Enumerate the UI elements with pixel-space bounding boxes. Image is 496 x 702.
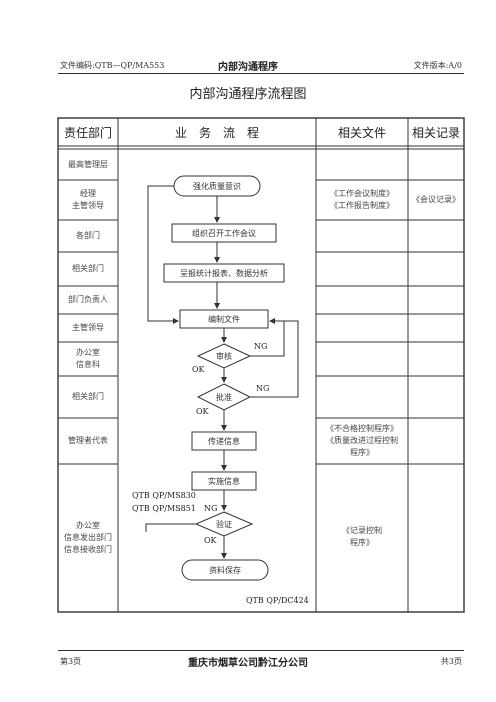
dept-label: 办公室 bbox=[76, 521, 100, 530]
related-files-row-9: 《记录控制 程序》 bbox=[316, 522, 408, 552]
node-meeting-box bbox=[171, 223, 277, 243]
dept-row-9: 办公室 信息发出部门 信息接收部门 bbox=[58, 464, 118, 612]
related-file: 《工作报告制度》 bbox=[330, 201, 394, 210]
ng-label-verify: NG bbox=[204, 504, 217, 513]
header-department: 责任部门 bbox=[63, 125, 112, 140]
node-meeting-label: 组织召开工作会议 bbox=[192, 228, 256, 238]
dept-label: 信息接收部门 bbox=[64, 545, 112, 554]
ng-label-approve: NG bbox=[256, 384, 269, 393]
ok-label-approve: OK bbox=[196, 407, 210, 416]
related-file: 《质量改进过程控制 bbox=[326, 436, 398, 445]
right-row-lines bbox=[316, 179, 464, 465]
node-approve-label: 批准 bbox=[216, 392, 232, 402]
dept-row-4: 部门负责人 bbox=[58, 286, 118, 314]
header-related-files: 相关文件 bbox=[337, 125, 386, 140]
dept-row-8: 管理者代表 bbox=[58, 418, 118, 464]
related-file: 程序》 bbox=[350, 448, 374, 457]
ok-label-verify: OK bbox=[204, 536, 218, 545]
related-file: 《记录控制 bbox=[342, 526, 382, 535]
related-records-row-1: 《会议记录》 bbox=[408, 180, 464, 220]
footer-rule bbox=[58, 650, 464, 651]
dept-row-1: 经理 主管领导 bbox=[58, 180, 118, 220]
dept-row-7: 相关部门 bbox=[58, 376, 118, 418]
header-rule bbox=[58, 73, 464, 74]
related-record: 《会议记录》 bbox=[412, 195, 460, 204]
doc-code: 文件编码:QTB—QP/MA553 bbox=[60, 61, 165, 70]
ng-label-review: NG bbox=[254, 342, 267, 351]
ref-dc424: QTB QP/DC424 bbox=[246, 596, 309, 605]
node-compile-label: 编制文件 bbox=[208, 314, 240, 324]
dept-label: 相关部门 bbox=[72, 392, 104, 401]
related-files-row-8: 《不合格控制程序》 《质量改进过程控制 程序》 bbox=[316, 418, 408, 464]
dept-label: 办公室 bbox=[76, 348, 100, 357]
node-archive-terminal bbox=[181, 559, 269, 581]
dept-label: 信息发出部门 bbox=[64, 533, 112, 542]
ref-ms851: QTB QP/MS851 bbox=[132, 504, 196, 513]
dept-row-3: 相关部门 bbox=[58, 252, 118, 286]
company-name: 重庆市烟草公司黔江分公司 bbox=[188, 658, 308, 669]
dept-label: 信息科 bbox=[76, 360, 100, 369]
dept-label: 管理者代表 bbox=[68, 436, 108, 445]
dept-label: 最高管理层 bbox=[68, 160, 108, 169]
total-pages: 共3页 bbox=[440, 657, 462, 666]
related-file: 《工作会议制度》 bbox=[330, 189, 394, 198]
dept-row-2: 各部门 bbox=[58, 220, 118, 252]
header-related-records: 相关记录 bbox=[411, 125, 460, 140]
dept-label: 主管领导 bbox=[72, 201, 104, 210]
dept-row-lines bbox=[58, 179, 118, 465]
dept-row-6: 办公室 信息科 bbox=[58, 342, 118, 376]
node-archive-label: 资料保存 bbox=[209, 565, 241, 575]
page-number: 第3页 bbox=[60, 657, 82, 666]
node-review-label: 审核 bbox=[216, 351, 232, 361]
table-border bbox=[57, 117, 465, 613]
dept-row-5: 主管领导 bbox=[58, 314, 118, 342]
node-verify-label: 验证 bbox=[216, 519, 232, 529]
dept-label: 部门负责人 bbox=[68, 295, 108, 304]
ref-ms830: QTB QP/MS830 bbox=[132, 491, 196, 500]
dept-label: 经理 bbox=[80, 189, 96, 198]
header-process: 业 务 流 程 bbox=[174, 125, 259, 140]
document-title: 内部沟通程序流程图 bbox=[189, 87, 307, 102]
related-files-row-1: 《工作会议制度》 《工作报告制度》 bbox=[316, 180, 408, 220]
node-report-label: 呈报统计报表、数据分析 bbox=[180, 268, 268, 278]
doc-version: 文件版本:A/0 bbox=[413, 61, 462, 70]
dept-row-0: 最高管理层 bbox=[58, 150, 118, 180]
node-implement-label: 实施信息 bbox=[208, 476, 240, 486]
header-title: 内部沟通程序 bbox=[218, 62, 278, 73]
related-file: 程序》 bbox=[350, 538, 374, 547]
dept-label: 各部门 bbox=[76, 231, 100, 240]
dept-label: 主管领导 bbox=[72, 323, 104, 332]
related-file: 《不合格控制程序》 bbox=[326, 424, 398, 433]
ok-label-review: OK bbox=[192, 365, 206, 374]
node-transmit-label: 传递信息 bbox=[208, 436, 240, 446]
flow-connectors bbox=[145, 185, 299, 559]
node-report-box bbox=[163, 263, 285, 283]
dept-label: 相关部门 bbox=[72, 264, 104, 273]
node-start-label: 强化质量意识 bbox=[193, 181, 241, 191]
